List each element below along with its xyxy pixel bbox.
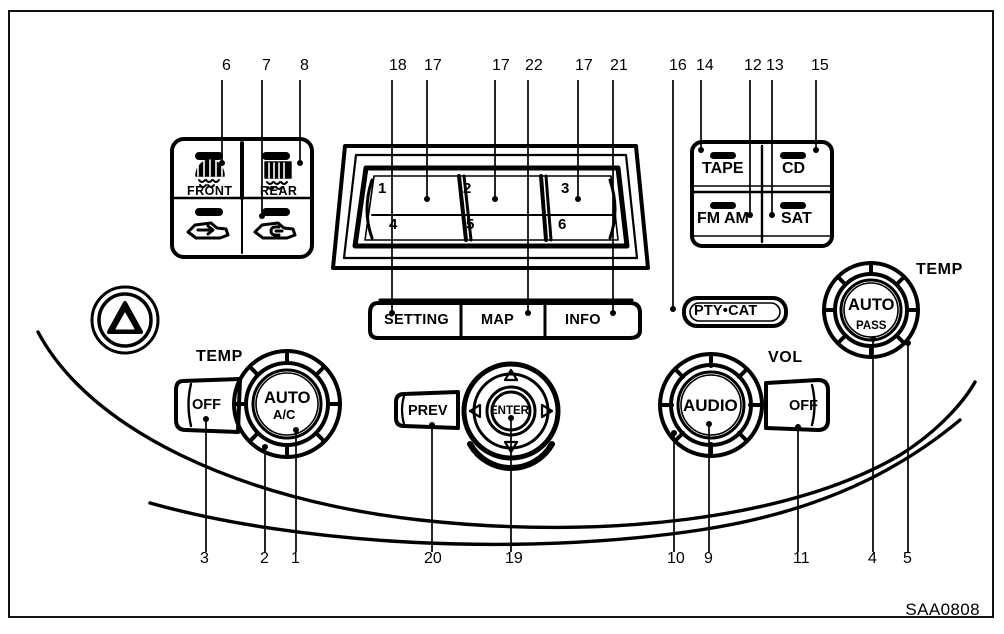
callout-number: 4 xyxy=(868,550,877,567)
callout-dot-9 xyxy=(706,421,712,427)
preset-2-label[interactable]: 2 xyxy=(463,180,472,197)
driver-ac-label[interactable]: A/C xyxy=(273,407,296,422)
triangle-up-icon xyxy=(503,368,519,382)
callout-number: 10 xyxy=(667,550,685,567)
figure-border xyxy=(8,10,994,618)
callout-dot-20 xyxy=(429,422,435,428)
driver-temp-label: TEMP xyxy=(196,348,243,365)
rear-window-defrost-icon xyxy=(264,161,292,190)
callout-dot-22 xyxy=(525,310,531,316)
defroster-panel-art xyxy=(170,137,314,259)
callout-dot-21 xyxy=(610,310,616,316)
callout-dot-5 xyxy=(905,340,911,346)
front-windshield-defrost-icon xyxy=(195,159,225,188)
callout-number: 5 xyxy=(903,550,912,567)
map-button-label[interactable]: MAP xyxy=(481,312,515,328)
callout-number: 18 xyxy=(389,57,407,74)
passenger-climate-knob-art xyxy=(822,261,920,359)
dash-contour-outer xyxy=(36,330,977,530)
callout-dot-17 xyxy=(492,196,498,202)
dash-contour-inner xyxy=(148,418,962,547)
volume-label: VOL xyxy=(768,349,803,366)
callout-number: 7 xyxy=(262,57,271,74)
callout-number: 2 xyxy=(260,550,269,567)
callout-dot-7 xyxy=(259,213,265,219)
driver-auto-label[interactable]: AUTO xyxy=(264,389,311,407)
callout-number: 12 xyxy=(744,57,762,74)
callout-dot-15 xyxy=(813,147,819,153)
fm-am-button-label[interactable]: FM AM xyxy=(697,210,749,227)
callout-number: 11 xyxy=(793,550,810,567)
car-recirculate-air-icon xyxy=(186,221,230,240)
passenger-auto-label[interactable]: AUTO xyxy=(848,296,895,314)
display-preset-panel-art xyxy=(331,144,650,340)
callout-dot-18 xyxy=(389,310,395,316)
passenger-pass-label[interactable]: PASS xyxy=(856,320,887,332)
figure-id: SAA0808 xyxy=(905,600,980,619)
preset-4-label[interactable]: 4 xyxy=(389,216,398,233)
audio-knob-art xyxy=(658,352,830,458)
callout-dot-16 xyxy=(670,306,676,312)
callout-number: 17 xyxy=(424,57,442,74)
callout-dot-4 xyxy=(870,336,876,342)
triangle-left-icon xyxy=(468,403,482,419)
driver-off-button-label[interactable]: OFF xyxy=(192,397,221,413)
callout-dot-6 xyxy=(219,160,225,166)
callout-number: 20 xyxy=(424,550,442,567)
callout-dot-17 xyxy=(424,196,430,202)
callout-number: 15 xyxy=(811,57,829,74)
preset-3-label[interactable]: 3 xyxy=(561,180,570,197)
prev-button-label[interactable]: PREV xyxy=(408,403,448,419)
callout-number: 9 xyxy=(704,550,713,567)
callout-dot-12 xyxy=(747,212,753,218)
audio-source-panel-art xyxy=(690,140,834,248)
callout-number: 19 xyxy=(505,550,523,567)
sat-button-label[interactable]: SAT xyxy=(781,210,812,227)
callout-number: 17 xyxy=(492,57,510,74)
setting-button-label[interactable]: SETTING xyxy=(384,312,449,328)
callout-number: 13 xyxy=(766,57,784,74)
callout-number: 16 xyxy=(669,57,687,74)
callout-dot-10 xyxy=(671,430,677,436)
callout-number: 17 xyxy=(575,57,593,74)
enter-button-label[interactable]: ENTER xyxy=(490,405,529,417)
info-button-label[interactable]: INFO xyxy=(565,312,601,328)
callout-dot-8 xyxy=(297,160,303,166)
preset-1-label[interactable]: 1 xyxy=(378,180,387,197)
callout-dot-14 xyxy=(698,147,704,153)
pty-cat-button-label[interactable]: PTY•CAT xyxy=(694,303,758,319)
driver-climate-knob-art xyxy=(174,349,342,459)
rear-defroster-label: REAR xyxy=(260,184,298,198)
callout-number: 14 xyxy=(696,57,714,74)
callout-number: 1 xyxy=(291,550,300,567)
callout-dot-3 xyxy=(203,416,209,422)
cd-button-label[interactable]: CD xyxy=(782,160,806,177)
callout-dot-17 xyxy=(575,196,581,202)
audio-off-button-label[interactable]: OFF xyxy=(789,398,818,414)
callout-number: 22 xyxy=(525,57,543,74)
callout-number: 21 xyxy=(610,57,628,74)
callout-dot-13 xyxy=(769,212,775,218)
callout-number: 8 xyxy=(300,57,309,74)
car-fresh-air-icon xyxy=(253,221,297,240)
callout-leader-lines xyxy=(205,80,909,552)
callout-dot-19 xyxy=(508,415,514,421)
callout-number: 6 xyxy=(222,57,231,74)
preset-6-label[interactable]: 6 xyxy=(558,216,567,233)
audio-knob-label[interactable]: AUDIO xyxy=(683,396,738,415)
front-defroster-label: FRONT xyxy=(187,184,233,198)
hazard-warning-button-art xyxy=(90,285,160,355)
callout-dot-2 xyxy=(262,444,268,450)
callout-number: 3 xyxy=(200,550,209,567)
tape-button-label[interactable]: TAPE xyxy=(702,160,744,177)
callout-dot-1 xyxy=(293,427,299,433)
callout-leader-dots xyxy=(203,147,911,450)
preset-5-label[interactable]: 5 xyxy=(466,216,475,233)
triangle-right-icon xyxy=(540,403,554,419)
pty-cat-button-art xyxy=(682,296,788,328)
passenger-temp-label: TEMP xyxy=(916,261,963,278)
callout-dot-11 xyxy=(795,424,801,430)
